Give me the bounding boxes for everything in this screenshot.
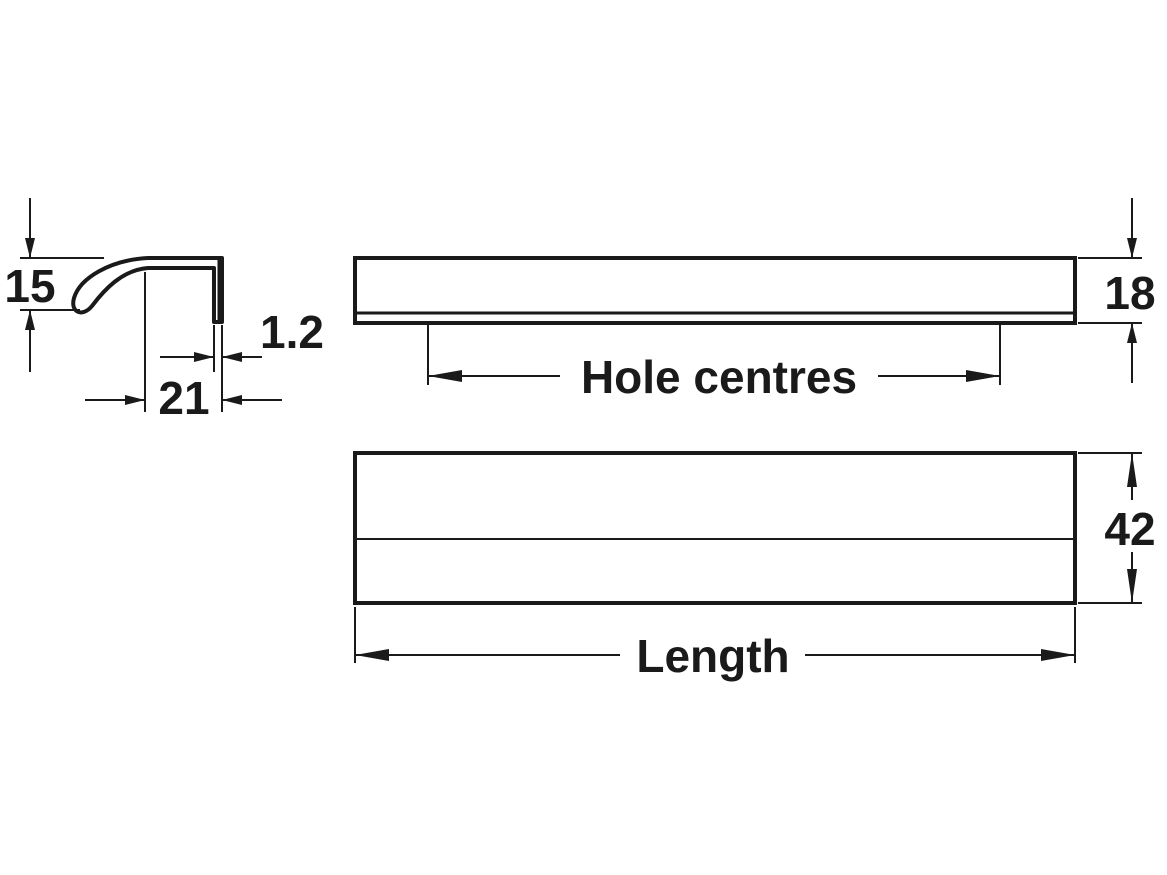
top-view-height-arrow-bottom — [1127, 323, 1137, 343]
profile-thickness-label: 1.2 — [260, 306, 324, 358]
top-view-height-arrow-top — [1127, 238, 1137, 258]
hole-centres-label: Hole centres — [581, 351, 857, 403]
profile-height-label: 15 — [4, 260, 55, 312]
profile-depth-arrow-right — [222, 395, 242, 405]
profile-outline — [71, 256, 224, 324]
profile-depth-label: 21 — [158, 372, 209, 424]
profile-thickness-arrow-right — [222, 352, 242, 362]
top-view-body — [353, 256, 1077, 325]
top-view: 18 Hole centres — [353, 198, 1156, 403]
front-view-height-arrow-bottom — [1127, 569, 1137, 603]
profile-view: 15 21 1.2 — [4, 198, 324, 424]
length-label: Length — [636, 630, 789, 682]
hole-centres-arrow-right — [966, 370, 1000, 382]
profile-thickness-arrow-left — [194, 352, 214, 362]
front-view-height-arrow-top — [1127, 453, 1137, 487]
front-view-body — [353, 451, 1077, 605]
profile-height-arrow-bottom — [25, 310, 35, 330]
profile-depth-arrow-left — [125, 395, 145, 405]
length-arrow-left — [355, 649, 389, 661]
top-view-height-label: 18 — [1104, 267, 1155, 319]
front-view: 42 Length — [353, 451, 1156, 682]
front-view-height-label: 42 — [1104, 503, 1155, 555]
profile-height-arrow-top — [25, 238, 35, 258]
length-arrow-right — [1041, 649, 1075, 661]
hole-centres-arrow-left — [428, 370, 462, 382]
